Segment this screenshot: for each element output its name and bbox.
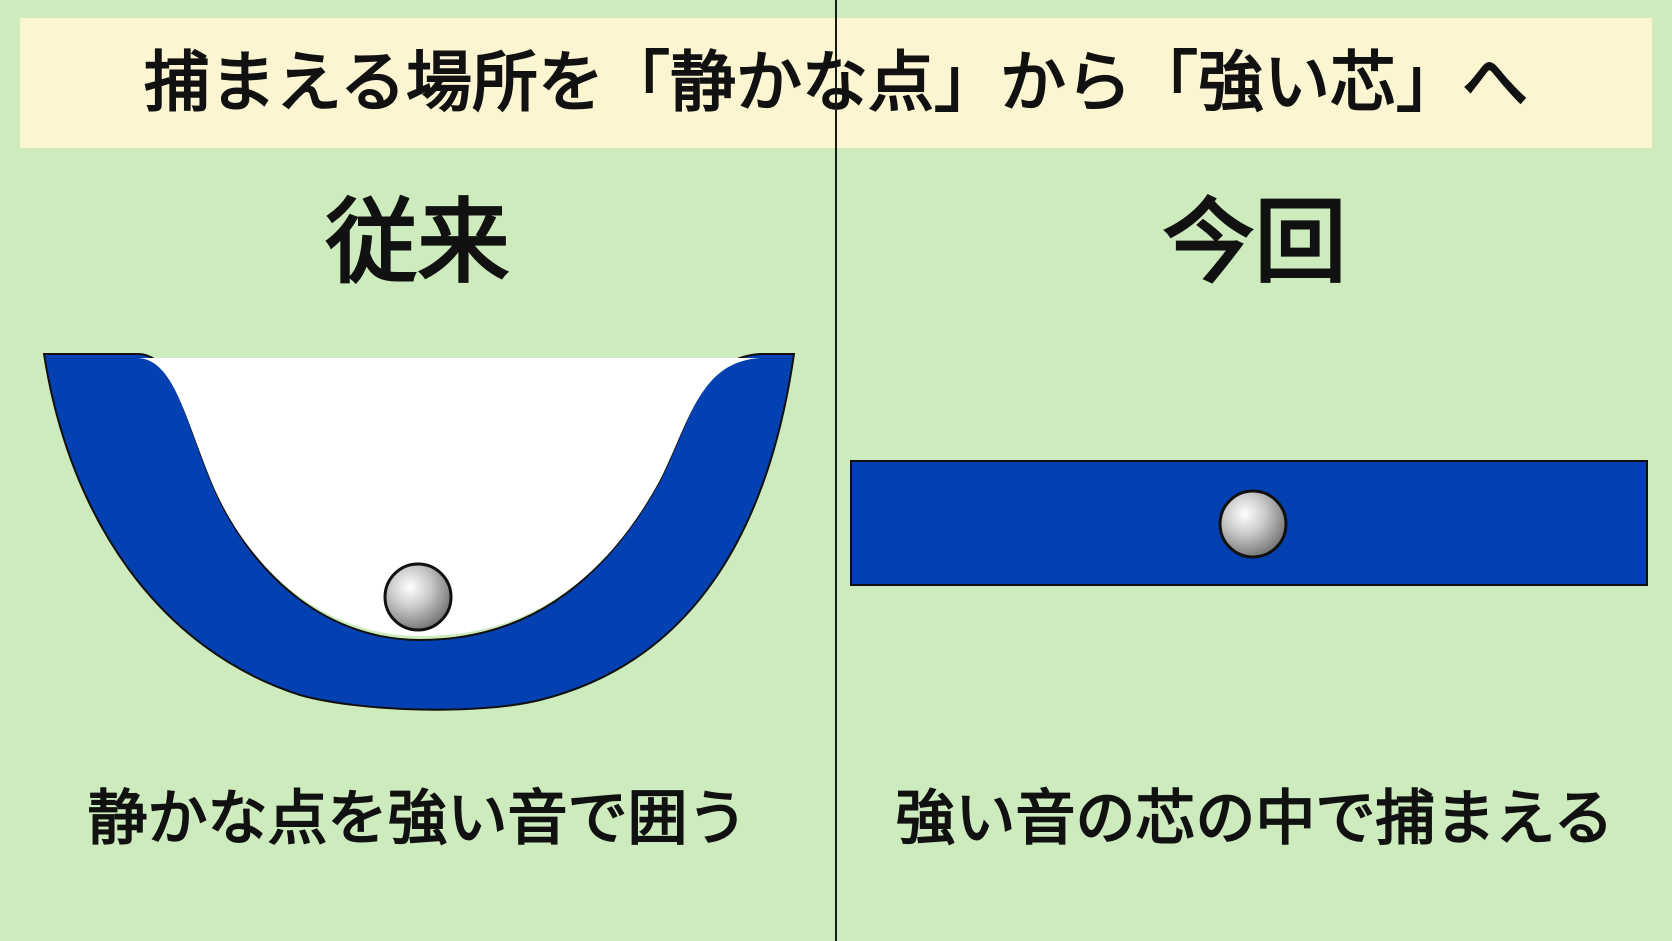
u-shaped-field — [42, 353, 796, 711]
right-ball — [1218, 489, 1288, 559]
left-caption: 静かな点を強い音で囲う — [87, 784, 748, 854]
left-ball — [383, 562, 453, 632]
right-caption: 強い音の芯の中で捕まえる — [895, 784, 1614, 854]
quiet-zone — [138, 358, 760, 636]
left-panel-heading: 従来 — [325, 189, 510, 296]
center-divider — [835, 0, 837, 941]
right-panel-heading: 今回 — [1162, 189, 1347, 296]
